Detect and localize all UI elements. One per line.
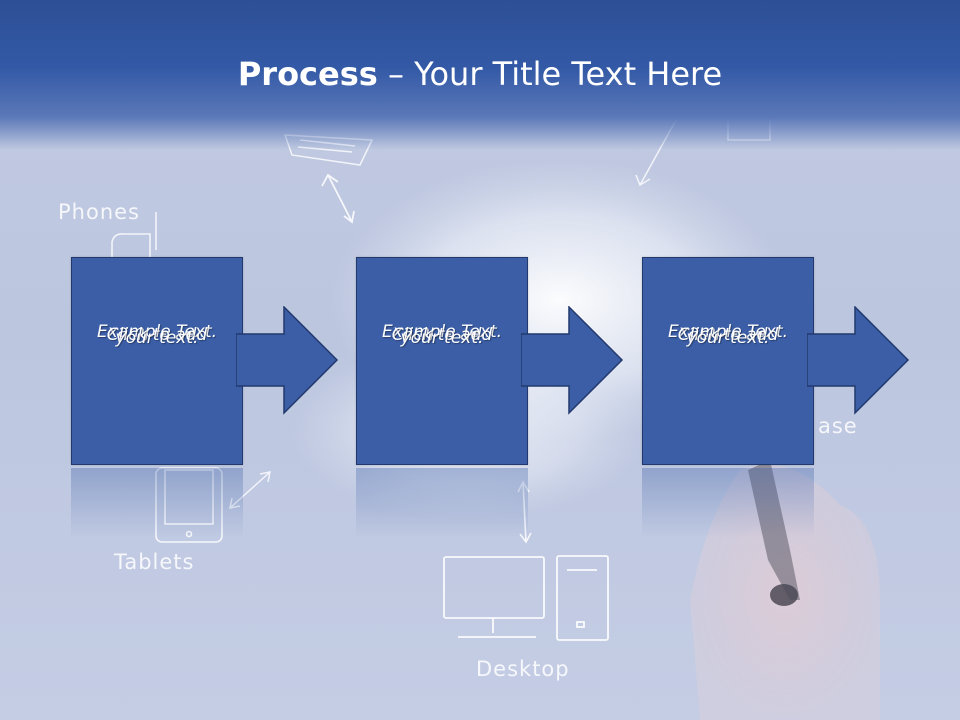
title-rest: – Your Title Text Here [377,55,723,93]
step-3-reflection [642,468,814,538]
step-1-text[interactable]: Example Text. Click to add your text. [71,257,243,465]
step-3-line-3: your text. [686,327,770,348]
desktop-sketch [443,555,609,641]
step-2-line-2: Click to add [391,324,493,345]
step-2-reflection [356,468,528,538]
step-2-line-1: Example Text. [381,321,503,342]
label-desktop: Desktop [476,657,570,681]
step-2-box[interactable] [356,257,528,465]
label-phones: Phones [58,200,140,224]
label-database-fragment: ase [818,414,858,438]
double-arrow-top-left [321,173,355,224]
step-1-line-1: Example Text. [96,321,218,342]
tablet-sketch [155,467,223,543]
title-bold: Process [237,55,378,93]
step-1-reflection [71,468,243,538]
step-1-line-2: Click to add [106,324,208,345]
double-arrow-desktop [517,480,532,544]
title-band: Process – Your Title Text Here [0,0,960,150]
step-3-line-2: Click to add [677,324,779,345]
label-tablets: Tablets [114,550,195,574]
step-2-text[interactable]: Example Text. Click to add your text. [356,257,528,465]
step-1-arrow[interactable] [236,306,340,416]
step-1-line-3: your text. [115,327,199,348]
step-3-arrow[interactable] [807,306,911,416]
step-2-arrow[interactable] [521,306,625,416]
step-2-line-3: your text. [400,327,484,348]
slide-title[interactable]: Process – Your Title Text Here [0,54,960,94]
arrow-tablet [229,471,271,509]
phone-sketch [111,212,157,258]
hand-with-pen [690,460,880,720]
step-3-line-1: Example Text. [667,321,789,342]
step-3-text[interactable]: Example Text. Click to add your text. [642,257,814,465]
